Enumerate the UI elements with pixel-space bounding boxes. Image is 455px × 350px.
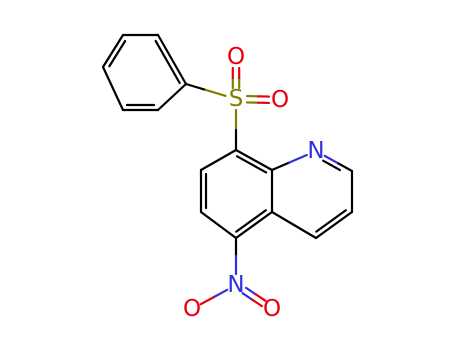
- bond-ph1-ph2: [156, 33, 188, 86]
- bond-Nn-Oa-a: [212, 288, 229, 299]
- nitro-nitrogen-label: N: [227, 272, 244, 298]
- sulfur-atom-label: S: [229, 86, 244, 112]
- quinoline-nitrogen-label: N: [307, 138, 324, 164]
- nitro-oxygen-right-label: O: [263, 296, 281, 322]
- bonds-layer: [101, 33, 354, 308]
- bond-Nn-Oa-b: [199, 295, 216, 306]
- bond-double-Nn-Ob-0b: [254, 293, 267, 302]
- bond-inner-c3-c4: [315, 209, 347, 233]
- bond-c8-c8a: [234, 148, 274, 172]
- bond-inner-n1-c2: [322, 159, 342, 172]
- bond-n1-c2-b: [337, 162, 354, 173]
- bond-inner-ph1-ph2: [154, 39, 181, 85]
- bond-ph1-S-b: [204, 88, 227, 97]
- bond-double-Nn-Ob-1b: [251, 298, 264, 308]
- bond-double-Nn-Ob-1a: [241, 292, 254, 301]
- sulfonyl-oxygen-top-label: O: [227, 44, 245, 70]
- bond-c4a-c5: [234, 210, 274, 240]
- bond-inner-c8-c8a: [235, 155, 268, 174]
- bond-ph4-ph5: [101, 65, 125, 112]
- bond-c4-c4a: [270, 210, 318, 240]
- atom-labels-layer: S O O N N O O: [183, 44, 325, 322]
- bond-c5-c6: [199, 210, 238, 240]
- sulfonyl-oxygen-right-label: O: [271, 87, 289, 113]
- bond-inner-ph3-ph4: [108, 39, 127, 68]
- bond-c7-c8: [199, 148, 238, 172]
- bond-n1-c2-a: [323, 154, 340, 165]
- bond-double-Nn-Ob-0a: [244, 286, 257, 296]
- bond-ph6-ph1: [156, 82, 188, 112]
- bond-ph1-S-a: [184, 82, 207, 92]
- bond-c8a-n1-a: [270, 161, 291, 172]
- bond-inner-c4a-c5: [235, 209, 267, 233]
- bond-c3-c4: [314, 210, 354, 240]
- bond-ph3-ph4: [101, 33, 125, 69]
- nitro-oxygen-left-label: O: [183, 296, 201, 322]
- bond-c8a-n1-b: [288, 153, 308, 164]
